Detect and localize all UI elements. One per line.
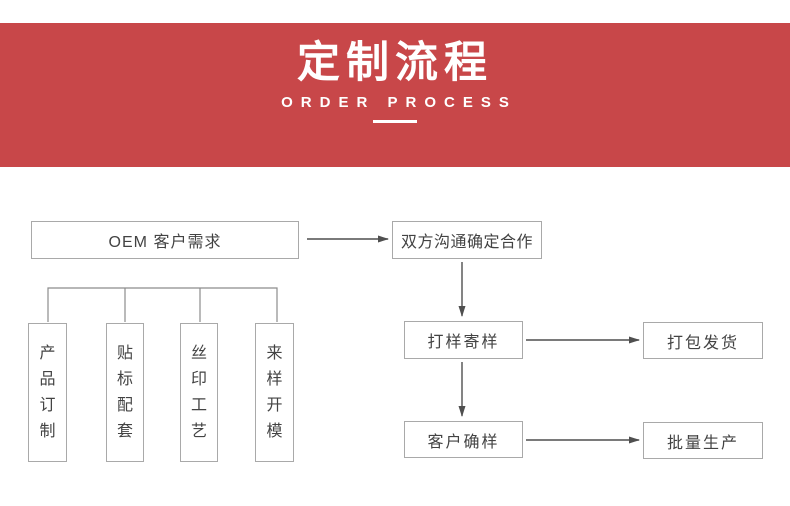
branch-node-silkscreen-process: 丝印工艺 [180,323,218,462]
node-oem-requirement: OEM 客户需求 [31,221,299,259]
node-negotiate-cooperation: 双方沟通确定合作 [392,221,542,259]
branch-label: 产品订制 [39,344,56,440]
node-sampling: 打样寄样 [404,321,523,359]
banner-underline-bar [373,120,417,124]
node-mass-production: 批量生产 [643,422,763,459]
node-customer-confirm: 客户确样 [404,421,523,458]
branch-bracket [47,287,278,322]
node-pack-and-ship: 打包发货 [643,322,763,359]
branch-node-product-customization: 产品订制 [28,323,67,462]
branch-label: 丝印工艺 [190,344,207,440]
branch-label: 来样开模 [266,344,283,440]
branch-node-sample-molding: 来样开模 [255,323,294,462]
branch-label: 贴标配套 [116,344,133,440]
banner-subtitle: ORDER PROCESS [281,94,517,112]
banner-title: 定制流程 [297,39,493,87]
branch-node-labeling-set: 贴标配套 [106,323,144,462]
banner: 定制流程 ORDER PROCESS [0,23,790,167]
